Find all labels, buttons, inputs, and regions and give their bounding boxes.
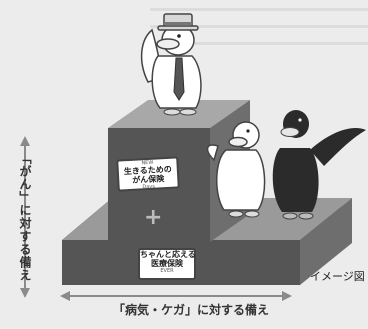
double-arrow-icon <box>20 136 30 298</box>
faint-line <box>150 8 368 11</box>
illness-injury-axis-label: 「病気・ケガ」に対する備え <box>112 303 269 317</box>
plus-sign: + <box>144 205 163 230</box>
image-caption: イメージ図 <box>310 270 365 283</box>
lower-block-side <box>300 198 352 285</box>
faint-background-text <box>150 2 368 59</box>
medical-insurance-line2: 医療保険 <box>151 259 183 268</box>
white-duck-with-hat-icon <box>140 13 202 116</box>
cancer-insurance-label: NEW 生きるための がん保険 Days <box>116 156 180 192</box>
black-duck-icon <box>272 110 366 220</box>
white-duck-icon <box>206 121 266 218</box>
double-arrow-icon <box>60 291 292 301</box>
medical-insurance-label: ちゃんと応える 医療保険 EVER <box>138 248 196 280</box>
medical-insurance-line1: ちゃんと応える <box>140 250 196 259</box>
faint-line <box>150 25 368 28</box>
faint-line <box>150 42 368 45</box>
cancer-axis-label: 「がん」に対する備え <box>18 152 32 282</box>
medical-insurance-brand: EVER <box>160 268 174 274</box>
